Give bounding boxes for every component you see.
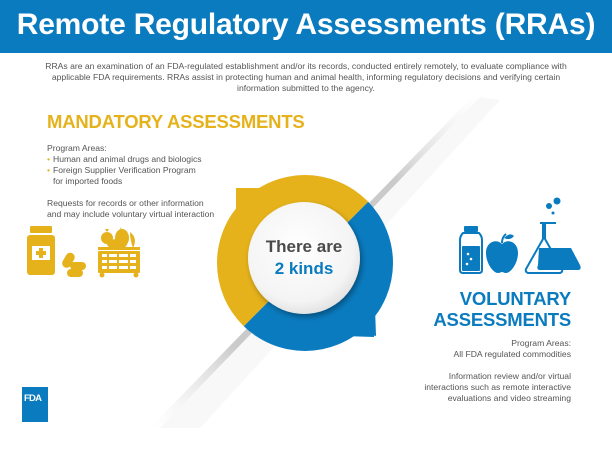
program-areas-label: Program Areas: bbox=[47, 143, 107, 153]
mandatory-description: Requests for records or other informatio… bbox=[47, 198, 215, 219]
mandatory-title: MANDATORY ASSESSMENTS bbox=[47, 111, 305, 132]
fda-logo-text: FDA bbox=[24, 393, 42, 404]
center-label: There are 2 kinds bbox=[248, 236, 360, 280]
pills-icon bbox=[62, 252, 86, 277]
bullet-icon: • bbox=[47, 165, 51, 175]
voluntary-section: VOLUNTARY ASSESSMENTS Program Areas: All… bbox=[321, 288, 571, 404]
header-banner: Remote Regulatory Assessments (RRAs) bbox=[0, 0, 612, 53]
intro-paragraph: RRAs are an examination of an FDA-regula… bbox=[45, 61, 567, 93]
voluntary-description: Information review and/or virtual intera… bbox=[424, 371, 571, 403]
mandatory-program-areas: Program Areas: • Human and animal drugs … bbox=[47, 143, 317, 187]
produce-crate-icon bbox=[98, 227, 140, 278]
bullet-icon: • bbox=[47, 154, 51, 164]
list-item: • Foreign Supplier Verification Program … bbox=[47, 165, 196, 186]
program-areas-value: All FDA regulated commodities bbox=[453, 349, 572, 359]
mandatory-section: MANDATORY ASSESSMENTS Program Areas: • H… bbox=[47, 111, 317, 220]
center-label-line1: There are bbox=[265, 237, 343, 256]
center-label-line2: 2 kinds bbox=[274, 259, 334, 278]
list-item: • Human and animal drugs and biologics bbox=[47, 154, 202, 164]
program-areas-label: Program Areas: bbox=[511, 338, 571, 348]
apple-icon bbox=[486, 233, 518, 273]
voluntary-title: VOLUNTARY ASSESSMENTS bbox=[433, 288, 571, 330]
voluntary-icons bbox=[459, 197, 581, 274]
program-areas-list: • Human and animal drugs and biologics •… bbox=[47, 154, 317, 187]
vial-icon bbox=[459, 226, 483, 274]
page-title: Remote Regulatory Assessments (RRAs) bbox=[16, 8, 596, 41]
medicine-bottle-icon bbox=[27, 226, 55, 275]
fda-logo: FDA bbox=[22, 387, 48, 422]
flask-icon bbox=[524, 197, 581, 274]
mandatory-icons bbox=[27, 226, 140, 278]
voluntary-program-areas: Program Areas: All FDA regulated commodi… bbox=[321, 338, 572, 360]
